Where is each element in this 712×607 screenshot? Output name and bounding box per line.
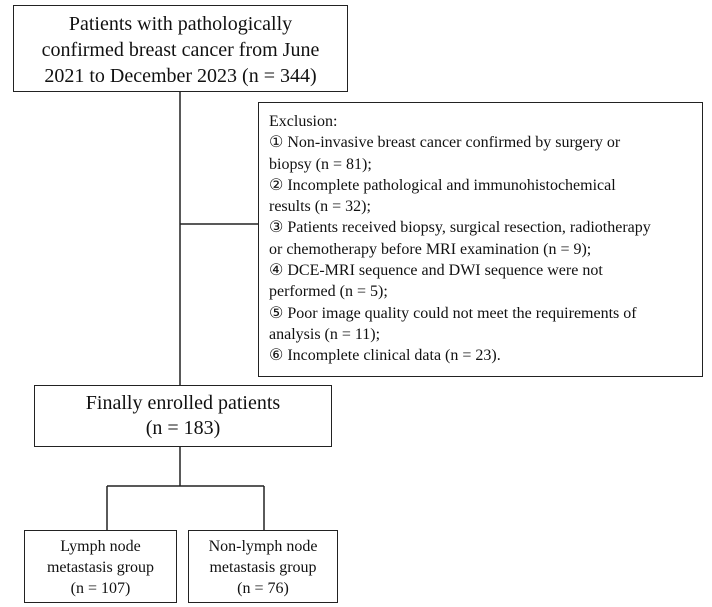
exclusion-line-10: analysis (n = 11); (269, 325, 381, 343)
source-population-line-3: 2021 to December 2023 (n = 344) (44, 65, 317, 87)
nlnm-line-2: metastasis group (209, 559, 317, 576)
exclusion-line-5: ③ Patients received biopsy, surgical res… (269, 219, 651, 237)
non-lymph-node-metastasis-group-box: Non-lymph node metastasis group (n = 76) (188, 530, 338, 603)
source-population-box: Patients with pathologically confirmed b… (13, 5, 348, 92)
exclusion-line-7: ④ DCE-MRI sequence and DWI sequence were… (269, 262, 603, 280)
exclusion-line-8: performed (n = 5); (269, 283, 388, 301)
exclusion-criteria-box: Exclusion: ① Non-invasive breast cancer … (258, 102, 703, 377)
nlnm-line-1: Non-lymph node (208, 538, 318, 555)
nlnm-line-3: (n = 76) (237, 580, 289, 597)
enrolled-line-1: Finally enrolled patients (85, 392, 281, 414)
source-population-line-2: confirmed breast cancer from June (41, 39, 320, 61)
enrolled-line-2: (n = 183) (145, 417, 221, 439)
lnm-line-1: Lymph node (60, 538, 141, 555)
lymph-node-metastasis-group-box: Lymph node metastasis group (n = 107) (24, 530, 177, 603)
exclusion-line-11: ⑥ Incomplete clinical data (n = 23). (269, 347, 501, 365)
exclusion-line-6: or chemotherapy before MRI examination (… (269, 240, 592, 258)
exclusion-line-3: ② Incomplete pathological and immunohist… (269, 176, 616, 194)
exclusion-line-4: results (n = 32); (269, 198, 371, 216)
exclusion-line-2: biopsy (n = 81); (269, 155, 372, 173)
lnm-line-3: (n = 107) (70, 580, 131, 597)
exclusion-title: Exclusion: (269, 113, 338, 130)
exclusion-line-1: ① Non-invasive breast cancer confirmed b… (269, 134, 621, 152)
lnm-line-2: metastasis group (46, 559, 155, 576)
source-population-line-1: Patients with pathologically (68, 13, 293, 35)
enrolled-patients-box: Finally enrolled patients (n = 183) (34, 385, 332, 447)
exclusion-line-9: ⑤ Poor image quality could not meet the … (269, 304, 637, 322)
